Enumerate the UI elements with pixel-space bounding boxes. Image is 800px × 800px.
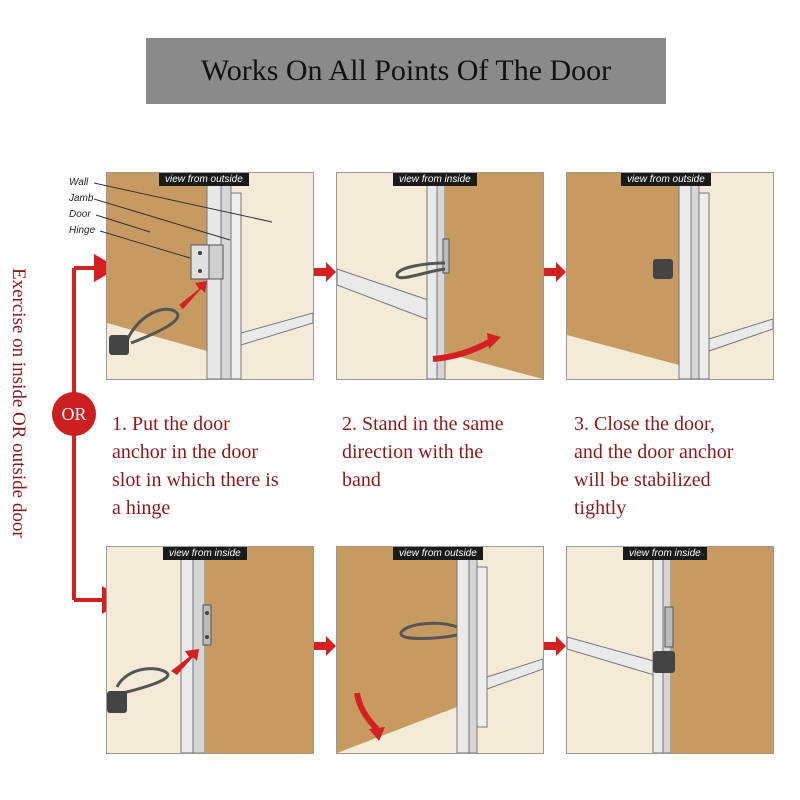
door-diagram-outside-band <box>337 547 543 753</box>
page-title: Works On All Points Of The Door <box>200 54 612 87</box>
side-caption-text: Exercise on inside OR outside door <box>8 268 29 538</box>
step-1-text: 1. Put the door anchor in the door slot … <box>112 413 279 519</box>
step-3-text: 3. Close the door, and the door anchor w… <box>574 413 734 519</box>
arrow-icon <box>544 636 566 656</box>
door-diagram-inside-hinge <box>107 547 313 753</box>
part-label-jamb: Jamb <box>69 193 94 204</box>
view-label: view from inside <box>393 173 477 186</box>
panel-bottom-2: view from outside <box>336 546 544 754</box>
view-label: view from inside <box>623 547 707 560</box>
door-diagram-inside-closed <box>567 547 773 753</box>
door-diagram-outside-closed <box>567 173 773 379</box>
part-label-hinge: Hinge <box>69 225 96 236</box>
panel-bottom-1: view from inside <box>106 546 314 754</box>
view-label: view from inside <box>163 547 247 560</box>
view-label: view from outside <box>621 173 711 186</box>
panel-top-2: view from inside <box>336 172 544 380</box>
arrow-icon <box>544 262 566 282</box>
view-label: view from outside <box>393 547 483 560</box>
panel-bottom-3: view from inside <box>566 546 774 754</box>
door-diagram-inside-band <box>337 173 543 379</box>
panel-top-1: view from outside <box>106 172 314 380</box>
panel-top-3: view from outside <box>566 172 774 380</box>
side-caption: Exercise on inside OR outside door <box>8 268 44 628</box>
title-bar: Works On All Points Of The Door <box>146 38 666 104</box>
part-label-door: Door <box>69 209 91 220</box>
part-label-wall: Wall <box>69 177 89 188</box>
arrow-icon <box>314 636 336 656</box>
arrow-icon <box>314 262 336 282</box>
view-label: view from outside <box>159 173 249 186</box>
step-2-text: 2. Stand in the same direction with the … <box>342 413 504 491</box>
or-badge: OR <box>52 392 96 436</box>
door-diagram-outside-hinge <box>107 173 313 379</box>
